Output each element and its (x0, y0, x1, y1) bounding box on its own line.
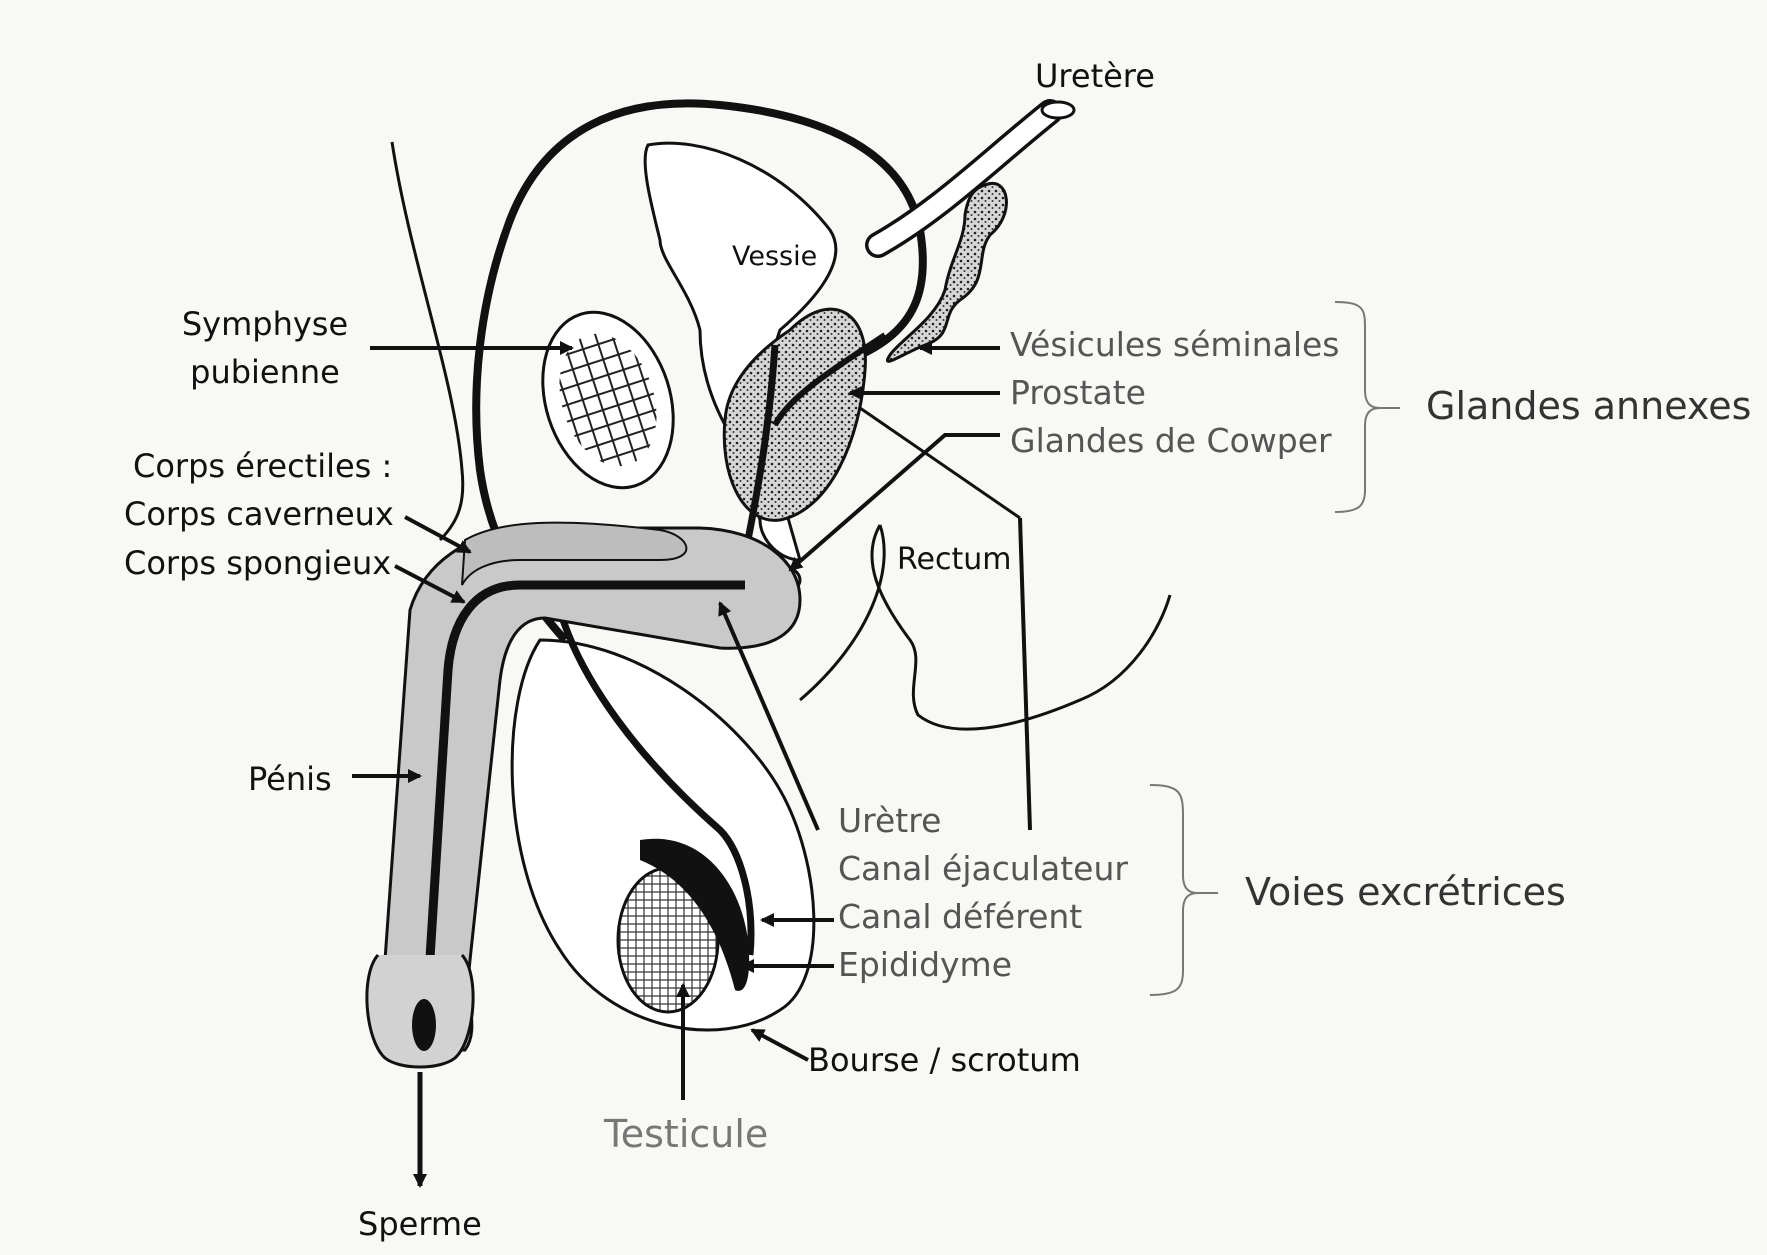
label-rectum: Rectum (897, 542, 1012, 577)
label-canal-ejaculateur: Canal éjaculateur (838, 849, 1128, 888)
arrow-spongieux (394, 564, 466, 604)
label-vesicules-seminales: Vésicules séminales (1010, 325, 1340, 364)
label-corps-spongieux: Corps spongieux (124, 544, 392, 582)
urethra-penile (423, 580, 745, 991)
label-sperme: Sperme (358, 1205, 482, 1243)
corpus-cavernosum-shape (461, 521, 688, 586)
line-canal-ejaculateur-upper (859, 406, 1021, 520)
arrow-bourse (750, 1028, 809, 1062)
label-bourse-scrotum: Bourse / scrotum (808, 1041, 1081, 1079)
label-voies-excretrices: Voies excrétrices (1245, 870, 1566, 914)
urethra-upper (741, 344, 779, 556)
label-corps-erectiles: Corps érectiles : (133, 447, 393, 485)
skin-outline (390, 141, 465, 542)
label-symphyse-2: pubienne (190, 353, 340, 391)
bladder-shape (643, 141, 838, 562)
label-uretere: Uretère (1035, 57, 1155, 95)
label-canal-deferent: Canal déférent (838, 897, 1083, 936)
label-vessie: Vessie (732, 241, 818, 272)
rectum-shape (870, 524, 1172, 731)
label-testicule: Testicule (604, 1112, 769, 1156)
epididymis-shape (640, 838, 750, 991)
arrow-uretre (718, 601, 820, 831)
label-symphyse-1: Symphyse (181, 305, 349, 343)
label-prostate: Prostate (1010, 373, 1146, 412)
label-corps-caverneux: Corps caverneux (124, 495, 394, 533)
vas-deferens-lower (556, 609, 755, 956)
bracket-glandes-annexes (1334, 301, 1381, 513)
label-uretre: Urètre (838, 801, 942, 840)
line-canal-ejaculateur (1018, 517, 1032, 831)
label-glandes-annexes: Glandes annexes (1426, 384, 1752, 428)
label-glandes-cowper: Glandes de Cowper (1010, 421, 1332, 460)
arrow-cowper (788, 433, 1000, 572)
bracket-voies-excretrices (1149, 784, 1199, 996)
arrow-caverneux (404, 515, 472, 554)
label-epididyme: Epididyme (838, 945, 1013, 984)
seminal-vesicles-shape (886, 181, 1008, 363)
vas-deferens-upper (772, 332, 887, 427)
label-penis: Pénis (248, 760, 332, 798)
